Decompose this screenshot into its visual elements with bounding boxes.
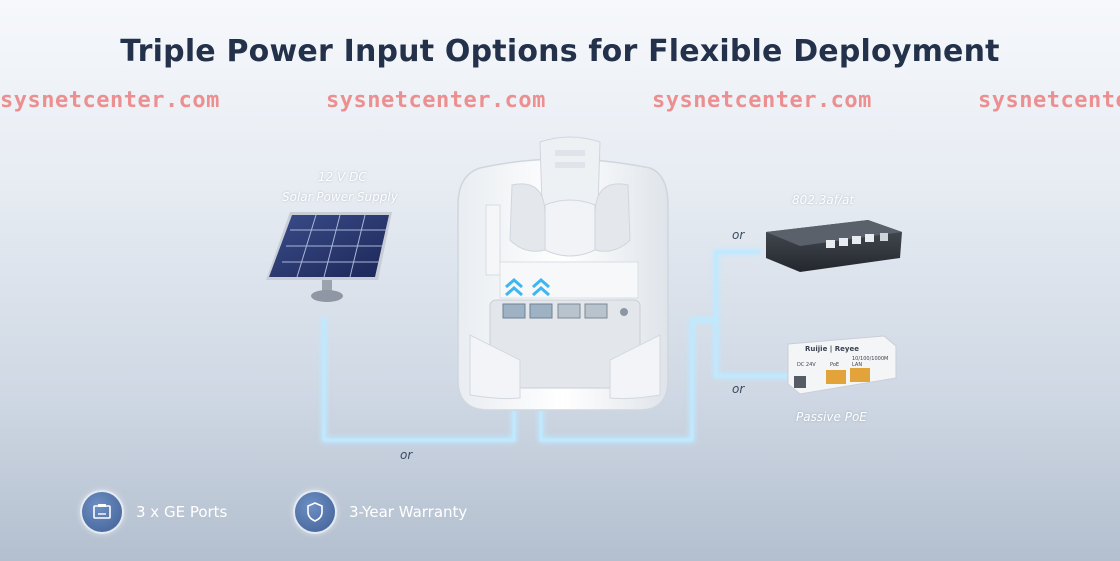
watermark-text: sysnetcenter.com <box>326 88 546 113</box>
feature-ge-ports: 3 x GE Ports <box>80 490 227 534</box>
poe-injector-icon <box>787 335 897 395</box>
solar-voltage-label: 12 V DC <box>318 170 367 184</box>
injector-poe-label: PoE <box>830 362 840 368</box>
solar-panel-icon <box>266 212 392 302</box>
injector-lan-label: 10/100/1000M LAN <box>852 356 889 368</box>
watermark-text: sysnetcenter.com <box>978 88 1120 113</box>
switch-or-label: or <box>732 228 745 242</box>
watermark-text: sysnetcenter.com <box>0 88 220 113</box>
solar-supply-label: Solar Power Supply <box>282 190 398 204</box>
shield-icon <box>293 490 337 534</box>
poe-switch-icon <box>766 220 902 272</box>
poe-or-label: or <box>732 382 745 396</box>
passive-poe-label: Passive PoE <box>796 410 867 424</box>
feature-label: 3 x GE Ports <box>136 503 228 521</box>
injector-dc-label: DC 24V <box>797 362 816 368</box>
feature-label: 3-Year Warranty <box>349 503 468 521</box>
ethernet-port-icon <box>80 490 124 534</box>
watermark-text: sysnetcenter.com <box>652 88 872 113</box>
feature-warranty: 3-Year Warranty <box>293 490 467 534</box>
page-title: Triple Power Input Options for Flexible … <box>120 34 1000 69</box>
switch-standard-label: 802.3af/at <box>792 193 855 207</box>
injector-brand: Ruijie | Reyee <box>805 345 859 353</box>
solar-or-label: or <box>400 448 413 462</box>
access-point-device <box>457 136 669 411</box>
